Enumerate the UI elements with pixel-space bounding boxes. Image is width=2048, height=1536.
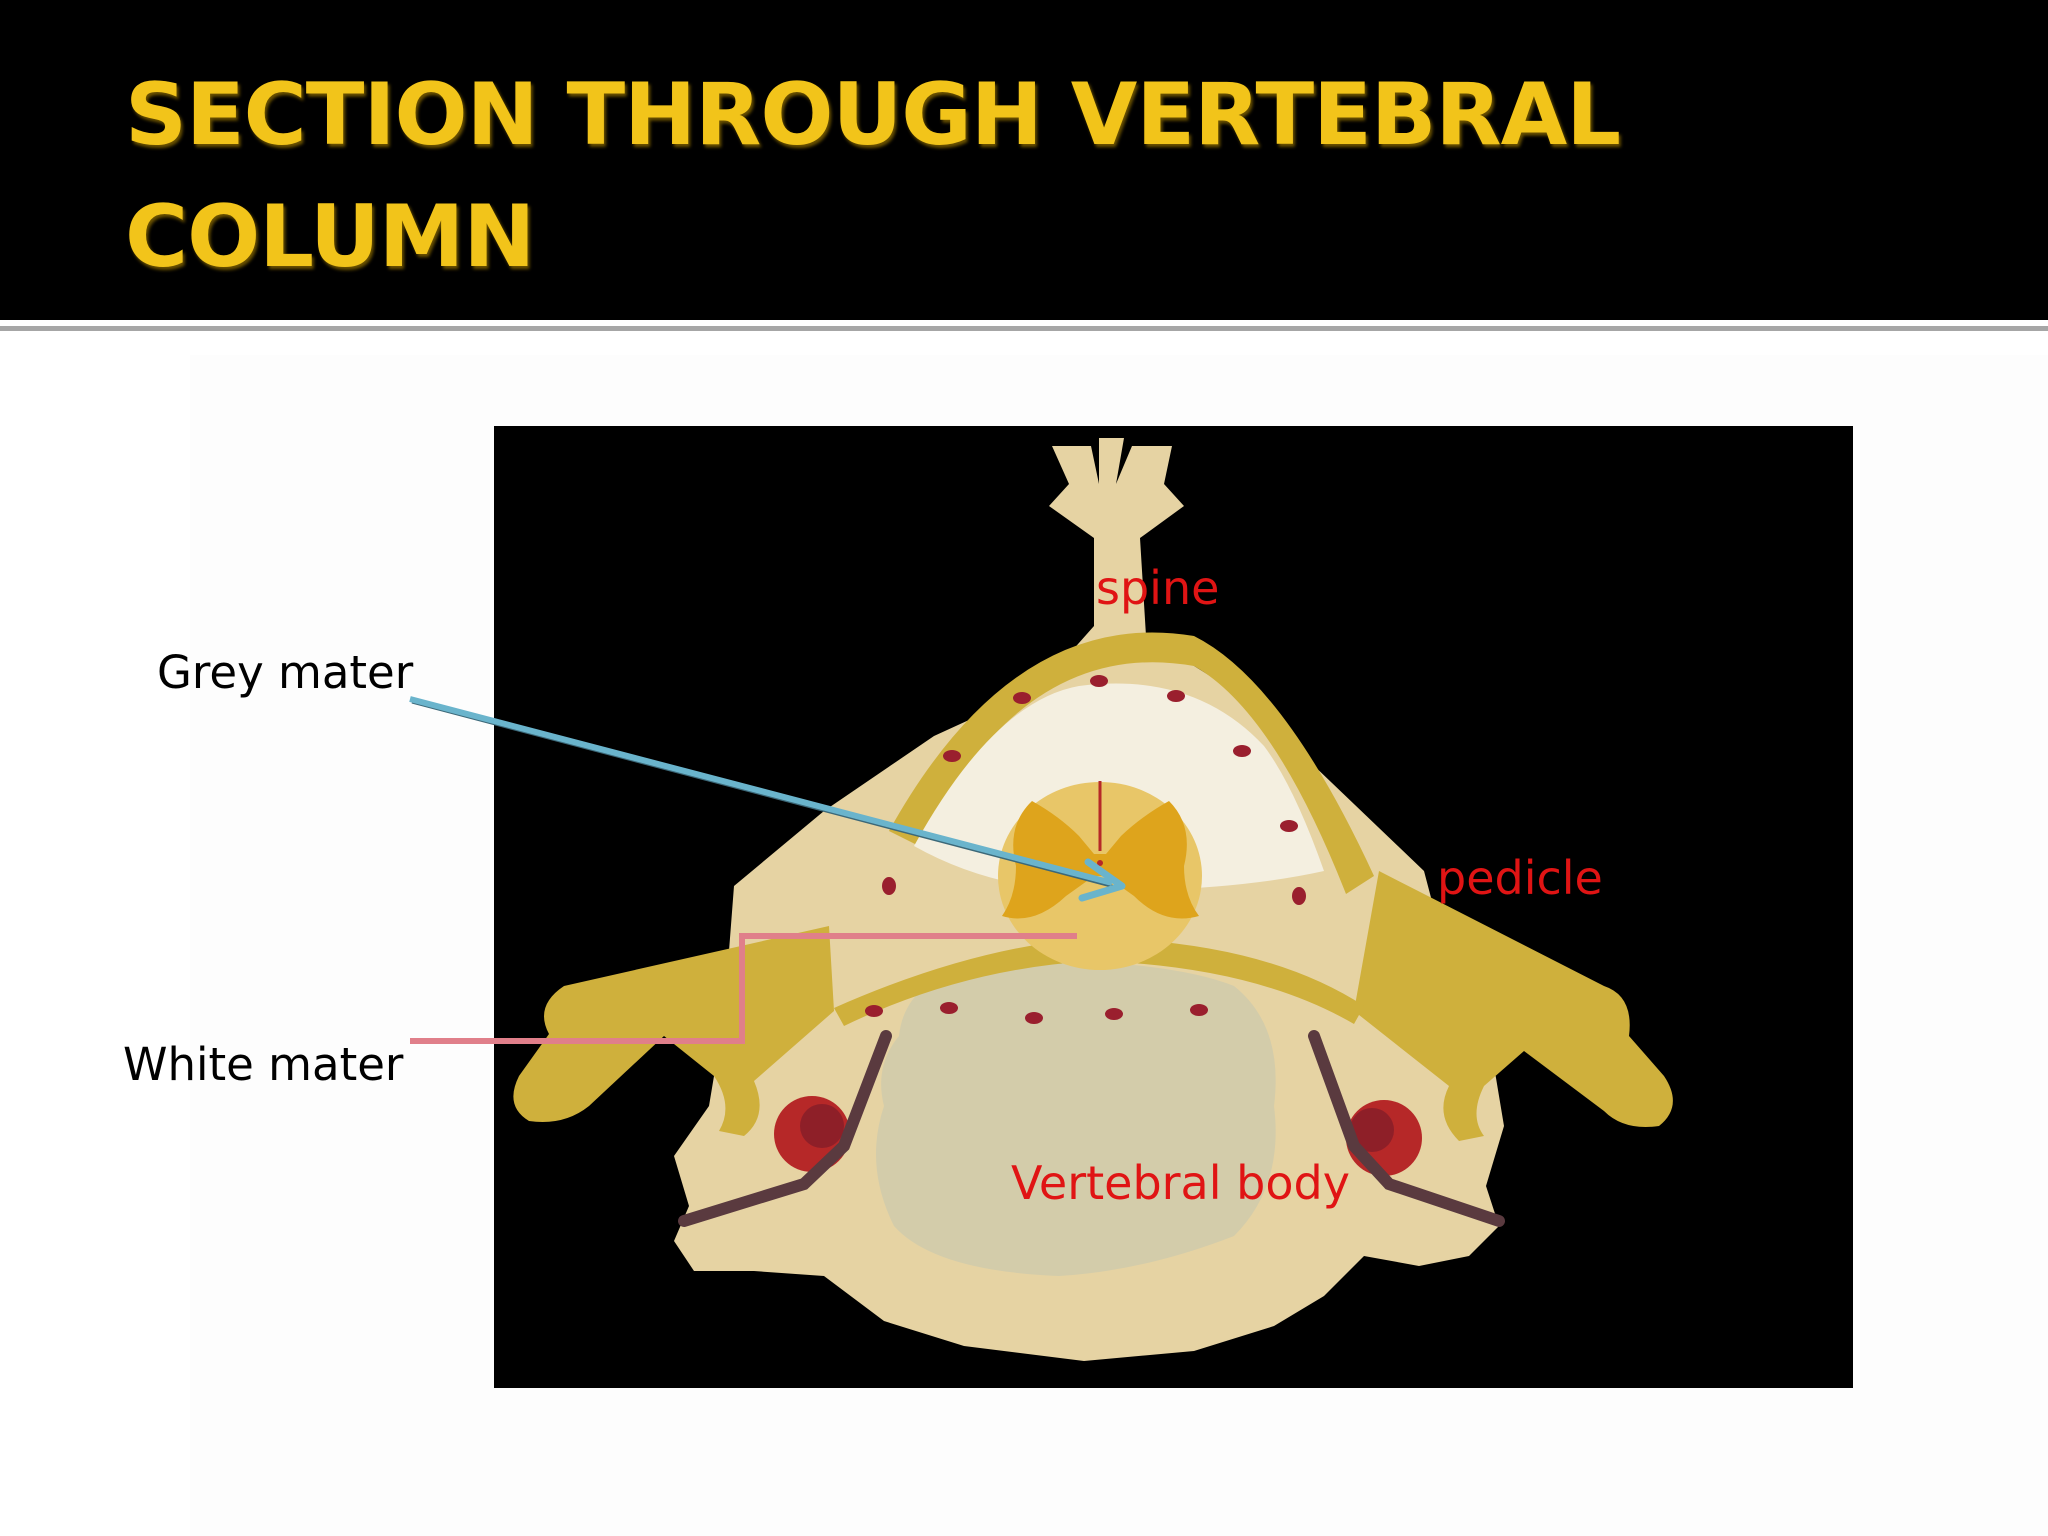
central-canal xyxy=(1097,860,1103,866)
right-spinal-nerve xyxy=(1308,1030,1505,1227)
white-mater-callout-label: White mater xyxy=(123,1038,404,1091)
vertebral-body-shape xyxy=(876,961,1276,1276)
right-transverse-process xyxy=(1354,871,1673,1141)
left-spinal-nerve xyxy=(678,1030,892,1227)
anterior-dural-band xyxy=(834,938,1364,1026)
title-divider-white xyxy=(0,320,2048,326)
slide-title-line-2: COLUMN xyxy=(125,187,535,287)
grey-mater-callout-label: Grey mater xyxy=(157,646,414,699)
vertebra-diagram xyxy=(494,426,1853,1388)
vertebral-body-label: Vertebral body xyxy=(1011,1156,1350,1210)
title-divider-grey xyxy=(0,326,2048,331)
title-bar: SECTION THROUGH VERTEBRAL COLUMN xyxy=(0,0,2048,320)
slide-title-line-1: SECTION THROUGH VERTEBRAL xyxy=(125,65,1621,165)
pedicle-label: pedicle xyxy=(1437,851,1603,905)
spine-label: spine xyxy=(1096,561,1220,615)
